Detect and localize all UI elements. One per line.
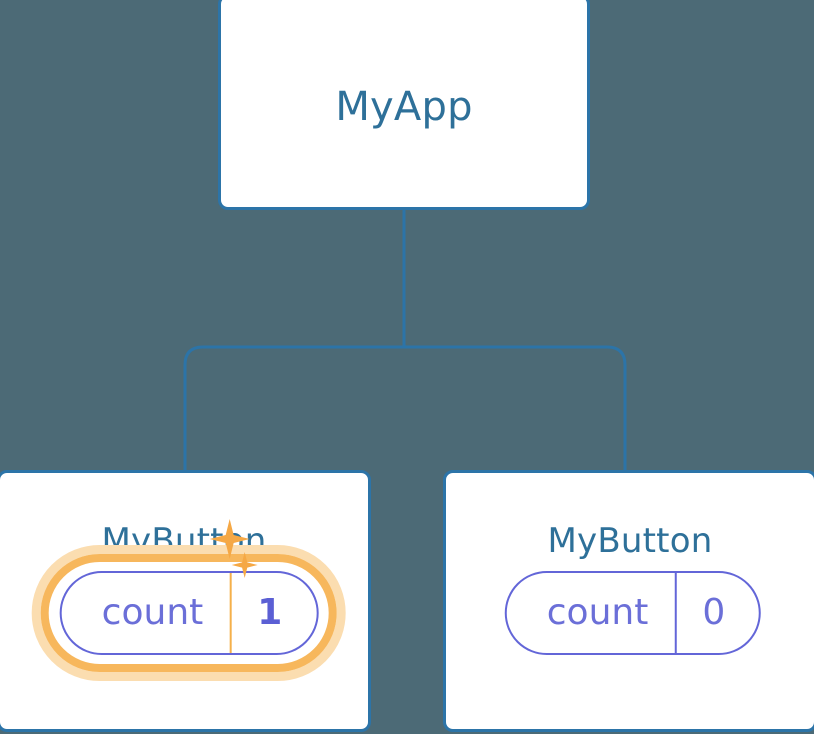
node-mybutton-right[interactable]: MyButton count 0 xyxy=(443,470,814,732)
state-pill-left-wrap: count 1 xyxy=(31,519,346,681)
node-mybutton-left[interactable]: MyButton count 1 xyxy=(0,470,371,732)
state-value-right: 0 xyxy=(674,573,759,653)
edge-branch-to-child-right xyxy=(404,345,627,470)
node-mybutton-left-label: MyButton xyxy=(101,521,267,561)
state-pill-right[interactable]: count 0 xyxy=(504,571,762,655)
node-myapp[interactable]: MyApp xyxy=(218,0,590,210)
edge-branch-to-child-left xyxy=(183,345,404,470)
state-key-left: count xyxy=(101,592,204,633)
state-key-right: count xyxy=(546,592,649,633)
node-myapp-label: MyApp xyxy=(335,84,473,130)
state-value-left: 1 xyxy=(229,573,316,653)
state-pill-right-wrap: count 0 xyxy=(504,571,762,655)
state-pill-left[interactable]: count 1 xyxy=(59,571,319,655)
node-mybutton-right-label: MyButton xyxy=(547,521,713,561)
